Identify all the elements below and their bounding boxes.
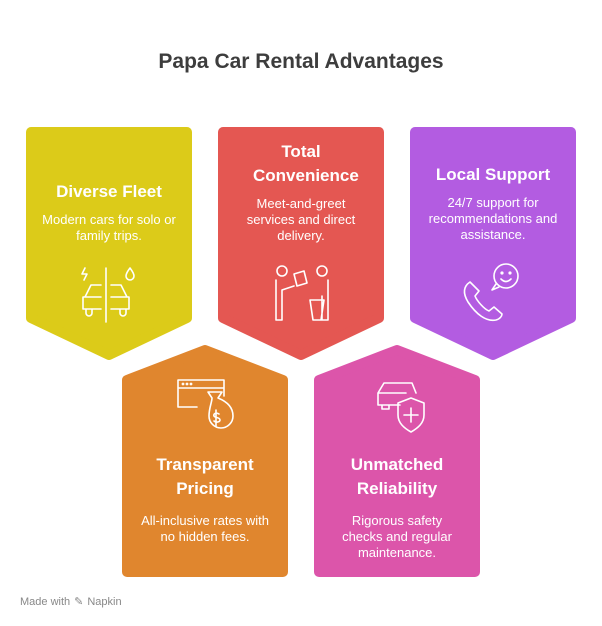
footer-attribution: Made with ✎ Napkin <box>20 595 122 609</box>
card-shape-diverse-fleet <box>26 127 192 360</box>
card-shape-unmatched-reliability <box>314 345 480 577</box>
price-money-bag-icon <box>177 379 234 429</box>
card-shape-local-support <box>410 127 576 360</box>
car-shield-icon <box>377 382 425 433</box>
napkin-logo-icon: ✎ <box>74 596 84 608</box>
card-transparent-pricing: Transparent Pricing All-inclusive rates … <box>122 453 288 545</box>
card-title: Total Convenience <box>253 142 359 185</box>
meet-and-greet-icon <box>275 265 329 321</box>
card-total-convenience: Total Convenience Meet-and-greet service… <box>218 140 384 244</box>
card-title: Transparent Pricing <box>156 455 254 498</box>
card-text: Meet-and-greet services and direct deliv… <box>246 196 356 243</box>
page-title: Papa Car Rental Advantages <box>158 50 444 73</box>
card-title: Unmatched Reliability <box>350 455 444 498</box>
card-shape-total-convenience <box>218 127 384 360</box>
card-title: Local Support <box>435 165 551 184</box>
card-text: 24/7 support for recommendations and ass… <box>428 195 558 242</box>
card-local-support: Local Support 24/7 support for recommend… <box>410 163 576 243</box>
electric-and-fuel-cars-icon <box>81 267 135 323</box>
card-text: Modern cars for solo or family trips. <box>42 212 176 243</box>
made-with-label: Made with <box>20 595 71 608</box>
brand-label: Napkin <box>87 595 122 608</box>
card-text: Rigorous safety checks and regular maint… <box>342 513 452 560</box>
card-diverse-fleet: Diverse Fleet Modern cars for solo or fa… <box>26 180 192 244</box>
phone-support-icon <box>463 263 519 322</box>
card-unmatched-reliability: Unmatched Reliability Rigorous safety ch… <box>314 453 480 561</box>
card-shape-transparent-pricing <box>122 345 288 577</box>
card-title: Diverse Fleet <box>56 182 162 201</box>
card-text: All-inclusive rates with no hidden fees. <box>141 513 269 544</box>
